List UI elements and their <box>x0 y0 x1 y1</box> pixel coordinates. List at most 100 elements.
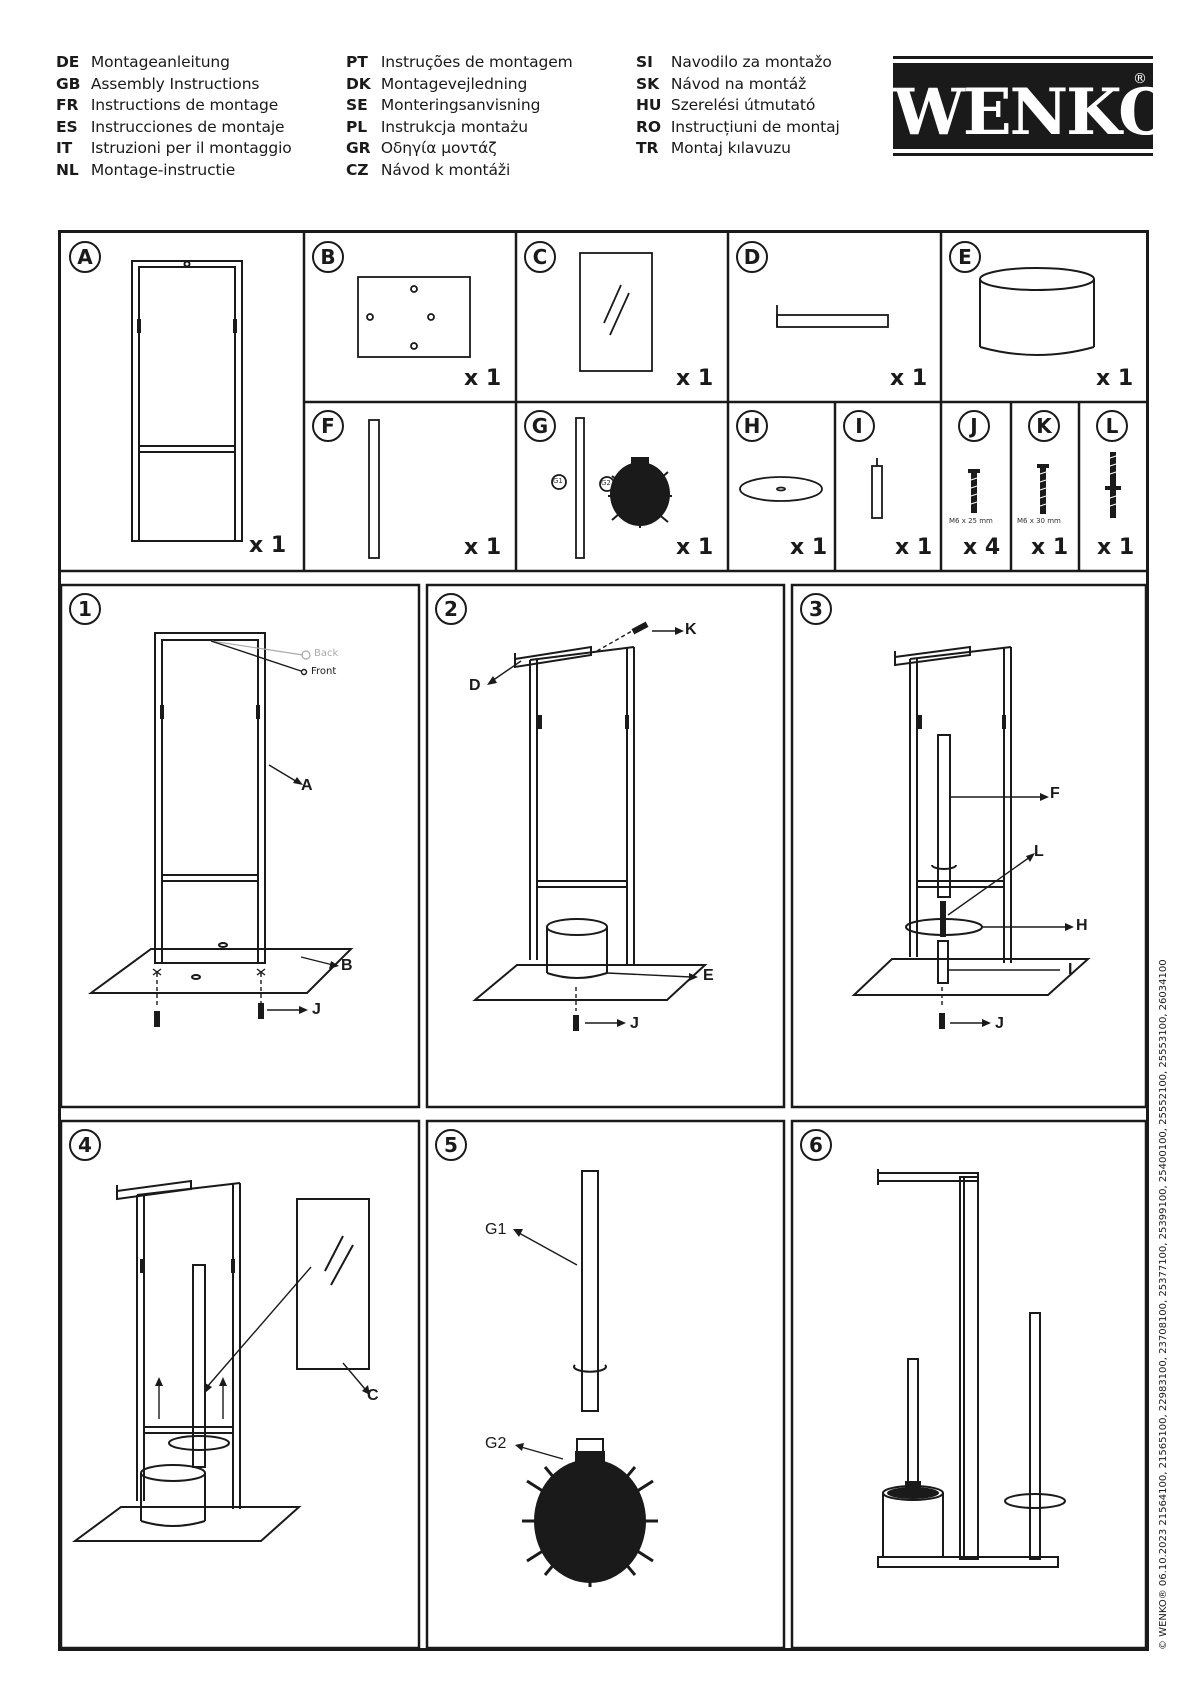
grid-lines <box>61 233 1146 1648</box>
language-list: DE Montageanleitung GB Assembly Instruct… <box>56 52 926 181</box>
step-4-panel: 4 C <box>61 1121 419 1648</box>
language-column-3: SI Navodilo za montažo SK Návod na montá… <box>636 52 926 181</box>
glass-panel-part-c-drawing <box>579 252 653 372</box>
wenko-logo: WENKO ® <box>893 56 1174 156</box>
part-a-badge: A <box>69 241 101 273</box>
label-l: L <box>1034 843 1044 860</box>
label-f: F <box>1050 785 1060 802</box>
part-l-cell: L x 1 <box>1079 402 1146 571</box>
part-e-badge: E <box>949 241 981 273</box>
label-h: H <box>1076 917 1088 934</box>
part-d-qty: x 1 <box>890 366 928 391</box>
part-i-cell: I x 1 <box>835 402 941 571</box>
language-item: NL Montage-instructie <box>56 160 236 179</box>
part-f-badge: F <box>312 410 344 442</box>
logo-box: WENKO ® <box>893 63 1174 150</box>
part-k-badge: K <box>1028 410 1060 442</box>
language-item: SE Monteringsanvisning <box>346 96 541 114</box>
part-c-badge: C <box>524 241 556 273</box>
screw-part-k-drawing <box>1037 464 1049 514</box>
step-1-drawing <box>87 632 354 1027</box>
part-h-badge: H <box>736 410 768 442</box>
brush-container-part-e-drawing <box>979 267 1095 356</box>
label-i: I <box>1068 961 1073 978</box>
front-label: Front <box>311 666 337 677</box>
base-plate-part-b-drawing <box>357 276 471 358</box>
language-item: FR Instructions de montage <box>56 96 279 114</box>
part-g1-marker: G1 <box>553 477 563 485</box>
part-g-badge: G <box>524 410 556 442</box>
part-l-badge: L <box>1096 410 1128 442</box>
step-5-badge: 5 <box>435 1129 467 1161</box>
step-4-drawing <box>71 1179 370 1542</box>
label-g1: G1 <box>485 1221 507 1238</box>
part-c-cell: C x 1 <box>516 233 728 402</box>
language-item: HU Szerelési útmutató <box>636 96 816 114</box>
step-3-panel: 3 F L H I J <box>792 585 1146 1107</box>
label-e: E <box>703 967 714 984</box>
part-e-cell: E x 1 <box>941 233 1146 402</box>
label-c: C <box>367 1387 379 1404</box>
part-a-cell: A x 1 <box>61 233 304 571</box>
language-item: RO Instrucțiuni de montaj <box>636 117 840 136</box>
part-j-badge: J <box>958 410 990 442</box>
short-rod-part-i-drawing <box>871 458 883 519</box>
language-item: GB Assembly Instructions <box>56 74 260 93</box>
toilet-brush-part-g-drawing <box>551 417 672 559</box>
part-i-qty: x 1 <box>895 535 933 560</box>
label-k: K <box>685 621 697 638</box>
language-item: DE Montageanleitung <box>56 53 230 71</box>
roll-holder-part-d-drawing <box>776 305 889 328</box>
language-item: ES Instrucciones de montaje <box>56 117 285 136</box>
language-item: IT Istruzioni per il montaggio <box>56 139 292 157</box>
part-k-qty: x 1 <box>1031 535 1069 560</box>
part-k-spec: M6 x 30 mm <box>1017 517 1061 525</box>
language-item: DK Montagevejledning <box>346 74 528 93</box>
step-1-badge: 1 <box>69 593 101 625</box>
language-item: SK Návod na montáž <box>636 74 807 93</box>
label-j: J <box>630 1015 639 1032</box>
step-2-badge: 2 <box>435 593 467 625</box>
label-g2: G2 <box>485 1435 507 1452</box>
label-a: A <box>301 777 313 794</box>
step-2-drawing <box>472 621 708 1031</box>
language-column-2: PT Instruções de montagem DK Montagevejl… <box>346 52 636 181</box>
part-i-badge: I <box>843 410 875 442</box>
part-d-cell: D x 1 <box>728 233 941 402</box>
instruction-frame: A x 1 B x 1 C x 1 <box>58 230 1149 1651</box>
language-column-1: DE Montageanleitung GB Assembly Instruct… <box>56 52 346 181</box>
step-5-panel: 5 G1 G2 <box>427 1121 784 1648</box>
threaded-bolt-part-l-drawing <box>1105 452 1121 518</box>
logo-top-rule <box>893 56 1153 59</box>
part-d-badge: D <box>736 241 768 273</box>
language-item: SI Navodilo za montažo <box>636 53 832 71</box>
step-4-badge: 4 <box>69 1129 101 1161</box>
part-f-cell: F x 1 <box>304 402 516 571</box>
step-2-panel: 2 K D E J <box>427 585 784 1107</box>
disc-part-h-drawing <box>739 476 823 502</box>
logo-text: WENKO <box>893 75 1174 150</box>
part-h-qty: x 1 <box>790 535 828 560</box>
part-k-cell: K M6 x 30 mm x 1 <box>1011 402 1079 571</box>
part-g-cell: G G1 G2 x 1 <box>516 402 728 571</box>
language-item: CZ Návod k montáži <box>346 160 511 179</box>
step-1-panel: 1 Back Front A B J <box>61 585 419 1107</box>
label-b: B <box>341 957 353 974</box>
language-item: PT Instruções de montagem <box>346 53 573 71</box>
part-f-qty: x 1 <box>464 535 502 560</box>
part-e-qty: x 1 <box>1096 366 1134 391</box>
screw-part-j-drawing <box>968 469 980 513</box>
part-l-qty: x 1 <box>1097 535 1135 560</box>
part-a-qty: x 1 <box>249 533 287 558</box>
part-j-spec: M6 x 25 mm <box>949 517 993 525</box>
language-item: TR Montaj kılavuzu <box>636 139 791 157</box>
part-b-qty: x 1 <box>464 366 502 391</box>
step-6-assembled-drawing <box>877 1169 1066 1568</box>
part-g-qty: x 1 <box>676 535 714 560</box>
label-j: J <box>312 1001 321 1018</box>
label-j: J <box>995 1015 1004 1032</box>
part-b-cell: B x 1 <box>304 233 516 402</box>
rod-part-f-drawing <box>368 419 380 559</box>
label-d: D <box>469 677 481 694</box>
part-b-badge: B <box>312 241 344 273</box>
